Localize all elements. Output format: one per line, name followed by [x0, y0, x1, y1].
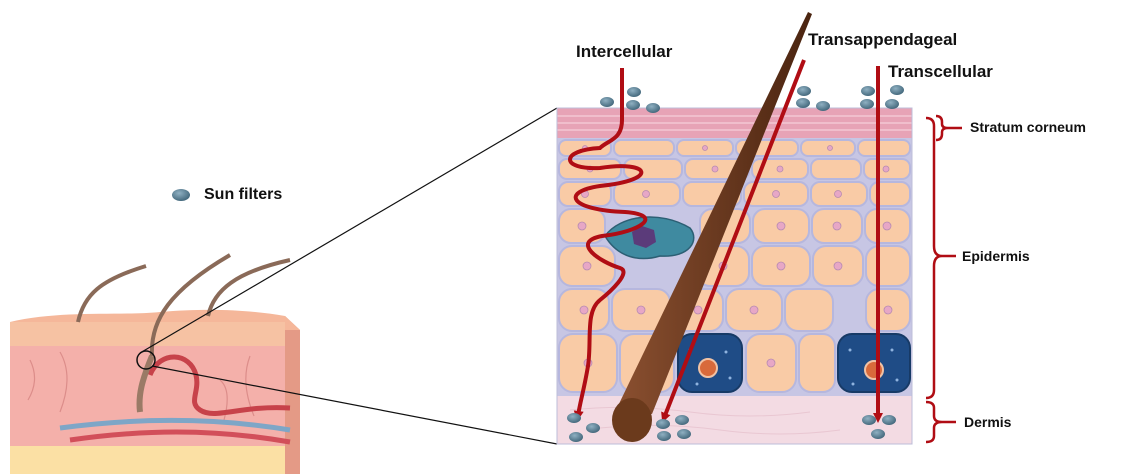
- sun-filters-legend-label: Sun filters: [204, 186, 282, 204]
- transappendageal-label: Transappendageal: [808, 30, 957, 50]
- skin-block-illustration: [10, 255, 300, 474]
- epidermis-label: Epidermis: [962, 248, 1030, 264]
- layer-brackets: [926, 116, 962, 442]
- stratum-corneum-label: Stratum corneum: [970, 119, 1086, 135]
- dermis-label: Dermis: [964, 414, 1011, 430]
- sun-filter-legend-dot: [172, 189, 190, 201]
- transcellular-label: Transcellular: [888, 62, 993, 82]
- hair-bulb: [612, 398, 652, 442]
- zoom-line-top: [140, 108, 557, 353]
- intercellular-label: Intercellular: [576, 42, 672, 62]
- magnified-skin-panel: [557, 108, 912, 444]
